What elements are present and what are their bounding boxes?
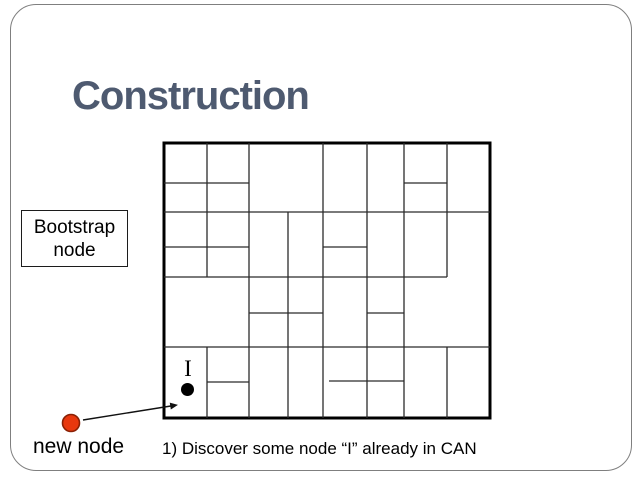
node-i-label: I [184,356,192,381]
diagram-annotation-layer: I [61,356,194,433]
new-node-arrowhead [169,402,178,410]
new-node-arrow [82,404,175,421]
new-node-dot [61,413,81,433]
can-grid-layer [162,141,492,420]
node-i-dot [181,383,194,396]
bootstrap-node-label-box: Bootstrap node [21,210,128,267]
can-grid-border [162,141,492,420]
bootstrap-label-line1: Bootstrap [33,216,116,238]
new-node-label: new node [33,435,125,458]
bootstrap-label-line2: node [53,239,96,261]
slide-title: Construction [72,73,310,118]
step-caption: 1) Discover some node “I” already in CAN [162,439,477,458]
